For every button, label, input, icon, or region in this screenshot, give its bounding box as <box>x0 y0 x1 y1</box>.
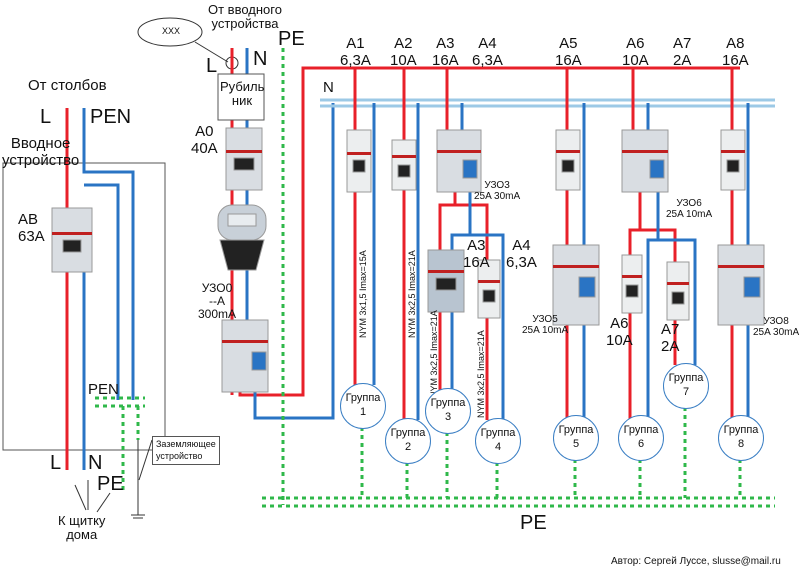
cable-label-4: NYM 3x2,5 Imax=21A <box>476 330 486 418</box>
switch-box <box>217 73 265 121</box>
out-l-label: L <box>50 452 62 474</box>
author-credit: Автор: Сергей Луссе, slusse@mail.ru <box>611 556 781 567</box>
breaker-a0 <box>225 127 263 191</box>
pe-bus-label: PE <box>520 512 547 534</box>
cable-label-2: NYM 3x2,5 Imax=21A <box>407 250 417 338</box>
rcd-uzo8 <box>717 244 765 326</box>
top-pe-label: PE <box>278 28 305 50</box>
pen-label: PEN <box>90 106 132 128</box>
breaker-a8 <box>720 129 746 191</box>
wire-pen <box>82 108 135 400</box>
seal-label: XXX <box>162 26 181 36</box>
rcd-uzo5 <box>552 244 600 326</box>
out-n-label: N <box>88 452 103 474</box>
devices <box>51 73 765 393</box>
meter <box>217 204 267 271</box>
breaker-a1 <box>346 129 372 193</box>
phase-bus <box>238 66 740 397</box>
breaker-a2 <box>391 139 417 191</box>
breaker-a7-sub <box>666 261 690 321</box>
top-l-label: L <box>206 55 218 77</box>
from-poles-label: От столбов <box>28 77 107 94</box>
rcd-uzo3 <box>436 129 482 193</box>
breaker-ab <box>51 207 93 273</box>
l-label: L <box>40 106 52 128</box>
breaker-a6-sub <box>621 254 643 314</box>
top-n-label: N <box>253 48 268 70</box>
cable-label-1: NYM 3x1,5 Imax=15A <box>358 250 368 338</box>
pen-split-label: PEN <box>88 381 119 398</box>
cable-label-3: NYM 3x2,5 Imax=21A <box>429 310 439 398</box>
seal-ellipse <box>137 17 203 47</box>
breaker-a5 <box>555 129 581 191</box>
pe-bus <box>262 407 775 508</box>
n-bus-label: N <box>323 79 334 96</box>
breaker-a3-sub <box>427 249 465 313</box>
breaker-a4-sub <box>477 259 501 319</box>
rcd-uzo6 <box>621 129 669 193</box>
rcd-uzo0 <box>221 319 269 393</box>
out-pe-label: PE <box>97 473 124 495</box>
